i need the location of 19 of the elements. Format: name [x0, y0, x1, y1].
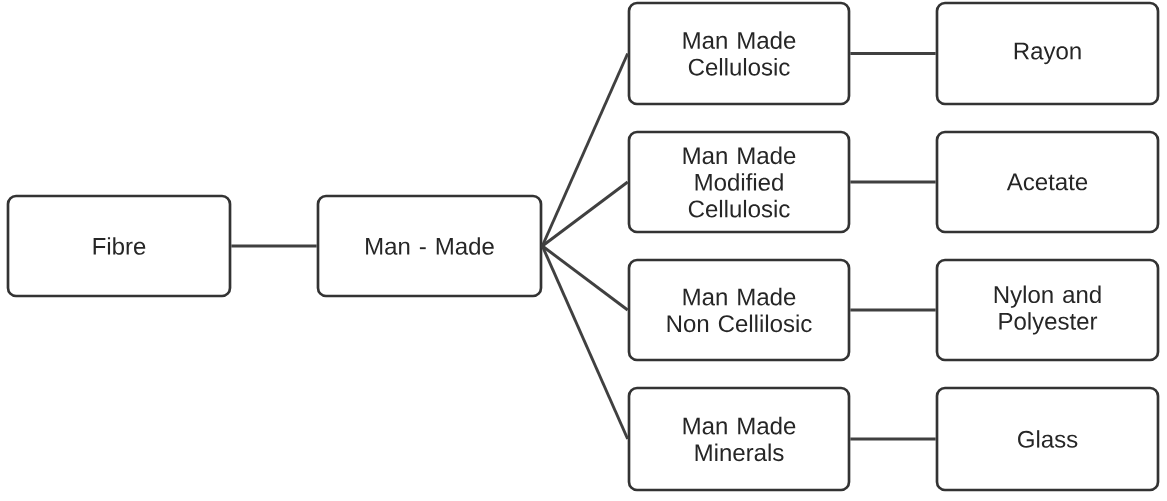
category-box: Man Made Cellulosic: [627, 1, 851, 106]
connector-line: [850, 180, 936, 184]
category-box: Man Made Modified Cellulosic: [627, 130, 851, 234]
category-box: Man Made Minerals: [627, 386, 851, 492]
category-box: Glass: [935, 386, 1160, 492]
connector-line: [850, 52, 936, 55]
connector-line: [231, 244, 317, 248]
category-box: Man Made Non Cellilosic: [627, 258, 851, 362]
connector-line: [541, 245, 629, 440]
category-box: Acetate: [935, 130, 1160, 234]
category-box: Fibre: [6, 194, 232, 298]
connector-line: [850, 437, 936, 441]
category-box: Nylon and Polyester: [935, 258, 1160, 362]
category-box: Man - Made: [316, 194, 543, 298]
connector-line: [541, 244, 629, 312]
category-box: Rayon: [935, 1, 1160, 106]
connector-line: [541, 52, 629, 247]
connector-line: [541, 180, 629, 248]
connector-line: [850, 308, 936, 312]
